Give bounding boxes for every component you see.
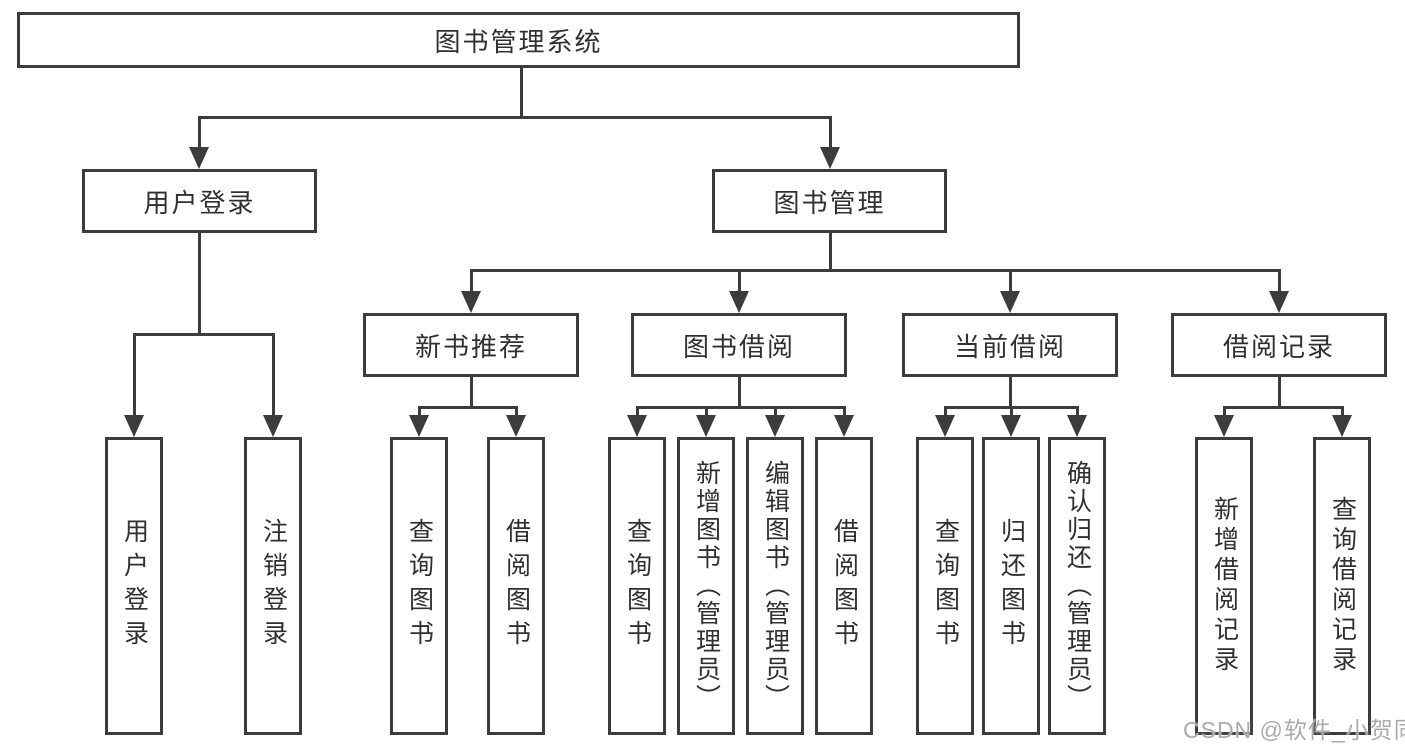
watermark: CSDN @软件_小贺同学 <box>1183 717 1405 743</box>
connector-rail-new-book-recommend <box>417 405 518 409</box>
node-label: 查询借阅记录 <box>1328 496 1357 676</box>
node-label: 新书推荐 <box>414 331 527 362</box>
connector-stub-borrowing-records <box>1277 377 1281 409</box>
node-label: 查询图书 <box>623 518 652 654</box>
node-borrowing-records: 借阅记录 <box>1171 313 1387 377</box>
connector-stub-new-book-recommend <box>469 377 473 409</box>
node-label: 图书管理系统 <box>434 26 603 57</box>
connector-drop-borrowing-records <box>1222 407 1226 417</box>
node-label: 借阅记录 <box>1222 331 1335 362</box>
node-book-management: 图书管理 <box>712 169 947 233</box>
node-label: 借阅图书 <box>502 518 531 654</box>
connector-rail-user-login <box>132 332 275 336</box>
connector-rail-book-management <box>469 268 1281 272</box>
node-leaf-logout: 注销登录 <box>244 437 302 735</box>
node-label: 新增借阅记录 <box>1210 496 1239 676</box>
arrowhead-down-icon <box>189 147 209 169</box>
connector-drop-book-borrowing <box>773 407 777 417</box>
arrowhead-down-icon <box>627 415 647 437</box>
connector-drop-current-borrowing <box>1009 407 1013 417</box>
node-label: 编辑图书（管理员） <box>761 460 790 712</box>
node-leaf-query-books-c: 查询图书 <box>916 437 974 735</box>
arrowhead-down-icon <box>1214 415 1234 437</box>
arrowhead-down-icon <box>409 415 429 437</box>
node-label: 用户登录 <box>143 187 256 218</box>
arrowhead-down-icon <box>729 291 749 313</box>
connector-stub-book-management <box>828 233 832 272</box>
arrowhead-down-icon <box>765 415 785 437</box>
node-leaf-add-book: 新增图书（管理员） <box>677 437 735 735</box>
node-leaf-query-books-b: 查询图书 <box>608 437 666 735</box>
node-new-book-recommend: 新书推荐 <box>363 313 579 377</box>
connector-drop-borrowing-records <box>1340 407 1344 417</box>
connector-drop-current-borrowing <box>1075 407 1079 417</box>
connector-stub-root <box>519 68 523 119</box>
arrowhead-down-icon <box>696 415 716 437</box>
connector-rail-root <box>197 115 832 119</box>
connector-drop-book-management <box>1008 270 1012 293</box>
connector-stub-book-borrowing <box>737 377 741 409</box>
connector-drop-root <box>828 117 832 149</box>
node-label: 借阅图书 <box>830 518 859 654</box>
connector-drop-user-login <box>271 334 275 417</box>
node-book-borrowing: 图书借阅 <box>631 313 847 377</box>
node-label: 新增图书（管理员） <box>692 460 721 712</box>
node-label: 图书借阅 <box>682 331 795 362</box>
connector-drop-book-borrowing <box>842 407 846 417</box>
connector-stub-current-borrowing <box>1008 377 1012 409</box>
node-label: 确认归还（管理员） <box>1063 460 1092 712</box>
arrowhead-down-icon <box>1001 415 1021 437</box>
arrowhead-down-icon <box>834 415 854 437</box>
node-leaf-borrow-books-a: 借阅图书 <box>487 437 545 735</box>
node-leaf-query-books-a: 查询图书 <box>390 437 448 735</box>
node-leaf-return-book: 归还图书 <box>982 437 1040 735</box>
arrowhead-down-icon <box>1332 415 1352 437</box>
arrowhead-down-icon <box>935 415 955 437</box>
connector-rail-borrowing-records <box>1222 405 1344 409</box>
node-leaf-confirm-return: 确认归还（管理员） <box>1048 437 1106 735</box>
arrowhead-down-icon <box>461 291 481 313</box>
arrowhead-down-icon <box>263 415 283 437</box>
arrowhead-down-icon <box>1000 291 1020 313</box>
node-label: 用户登录 <box>120 518 149 654</box>
arrowhead-down-icon <box>820 147 840 169</box>
node-leaf-user-login: 用户登录 <box>105 437 163 735</box>
arrowhead-down-icon <box>124 415 144 437</box>
node-leaf-borrow-books-b: 借阅图书 <box>815 437 873 735</box>
connector-drop-new-book-recommend <box>514 407 518 417</box>
node-leaf-add-borrow-record: 新增借阅记录 <box>1195 437 1253 735</box>
node-leaf-edit-book: 编辑图书（管理员） <box>746 437 804 735</box>
arrowhead-down-icon <box>1269 291 1289 313</box>
arrowhead-down-icon <box>1067 415 1087 437</box>
node-label: 查询图书 <box>931 518 960 654</box>
connector-drop-current-borrowing <box>943 407 947 417</box>
node-label: 图书管理 <box>773 187 886 218</box>
node-label: 归还图书 <box>997 518 1026 654</box>
node-label: 注销登录 <box>259 518 288 654</box>
node-current-borrowing: 当前借阅 <box>902 313 1118 377</box>
connector-rail-book-borrowing <box>635 405 846 409</box>
connector-drop-root <box>197 117 201 149</box>
connector-stub-user-login <box>197 233 201 336</box>
node-leaf-query-borrow-record: 查询借阅记录 <box>1313 437 1371 735</box>
node-user-login: 用户登录 <box>82 169 317 233</box>
connector-drop-book-management <box>737 270 741 293</box>
connector-drop-book-management <box>469 270 473 293</box>
arrowhead-down-icon <box>506 415 526 437</box>
connector-drop-book-management <box>1277 270 1281 293</box>
node-root: 图书管理系统 <box>17 12 1020 68</box>
connector-drop-user-login <box>132 334 136 417</box>
connector-drop-book-borrowing <box>635 407 639 417</box>
connector-drop-new-book-recommend <box>417 407 421 417</box>
node-label: 查询图书 <box>405 518 434 654</box>
node-label: 当前借阅 <box>953 331 1066 362</box>
connector-drop-book-borrowing <box>704 407 708 417</box>
